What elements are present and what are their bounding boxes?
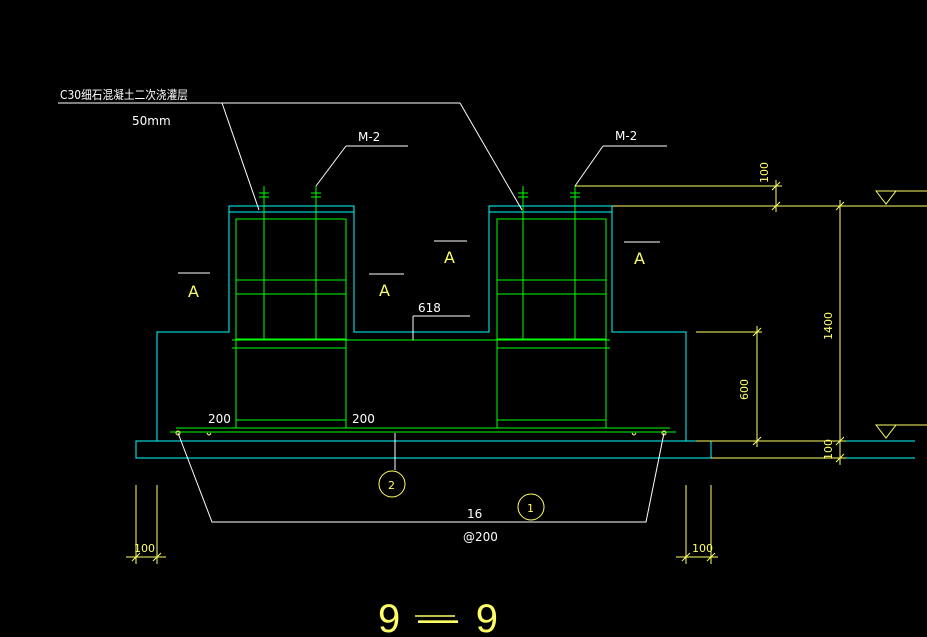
section-mark-a4: A bbox=[634, 249, 645, 268]
top-bar-mark: 618 bbox=[418, 301, 441, 315]
dimension-lines bbox=[126, 180, 927, 617]
embed-label-right: M-2 bbox=[615, 129, 637, 143]
dim-right-offset: 100 bbox=[692, 542, 713, 555]
grout-thickness-label: 50mm bbox=[132, 114, 171, 128]
rebar-mark-1: 1 bbox=[527, 502, 534, 515]
right-pier-cage bbox=[496, 218, 607, 340]
rebar-cages bbox=[170, 186, 676, 433]
leader-lines bbox=[58, 102, 667, 523]
left-pier-cage bbox=[235, 218, 347, 340]
anchor-dim-left: 200 bbox=[208, 412, 231, 426]
embed-label-left: M-2 bbox=[358, 130, 380, 144]
section-mark-a2: A bbox=[379, 281, 390, 300]
section-mark-a3: A bbox=[444, 248, 455, 267]
dim-pedestal-height: 600 bbox=[738, 379, 751, 400]
anchor-bolt-symbols bbox=[259, 186, 580, 200]
section-mark-a1: A bbox=[188, 282, 199, 301]
rebar-size-label: 16 bbox=[467, 507, 482, 521]
grout-layer-label: C30细石混凝土二次浇灌层 bbox=[60, 87, 188, 102]
dim-base-thickness: 100 bbox=[822, 439, 835, 460]
dim-top-pier: 100 bbox=[758, 162, 771, 183]
section-title: 9 — 9 bbox=[378, 597, 498, 637]
rebar-spacing-label: @200 bbox=[463, 530, 498, 544]
bar-hook-markers bbox=[175, 430, 667, 436]
rebar-mark-1-circle bbox=[517, 493, 545, 521]
rebar-mark-2: 2 bbox=[388, 479, 395, 492]
dim-total-height: 1400 bbox=[822, 312, 835, 340]
rebar-mark-2-circle bbox=[378, 470, 406, 498]
anchor-dim-right: 200 bbox=[352, 412, 375, 426]
dim-left-offset: 100 bbox=[134, 542, 155, 555]
